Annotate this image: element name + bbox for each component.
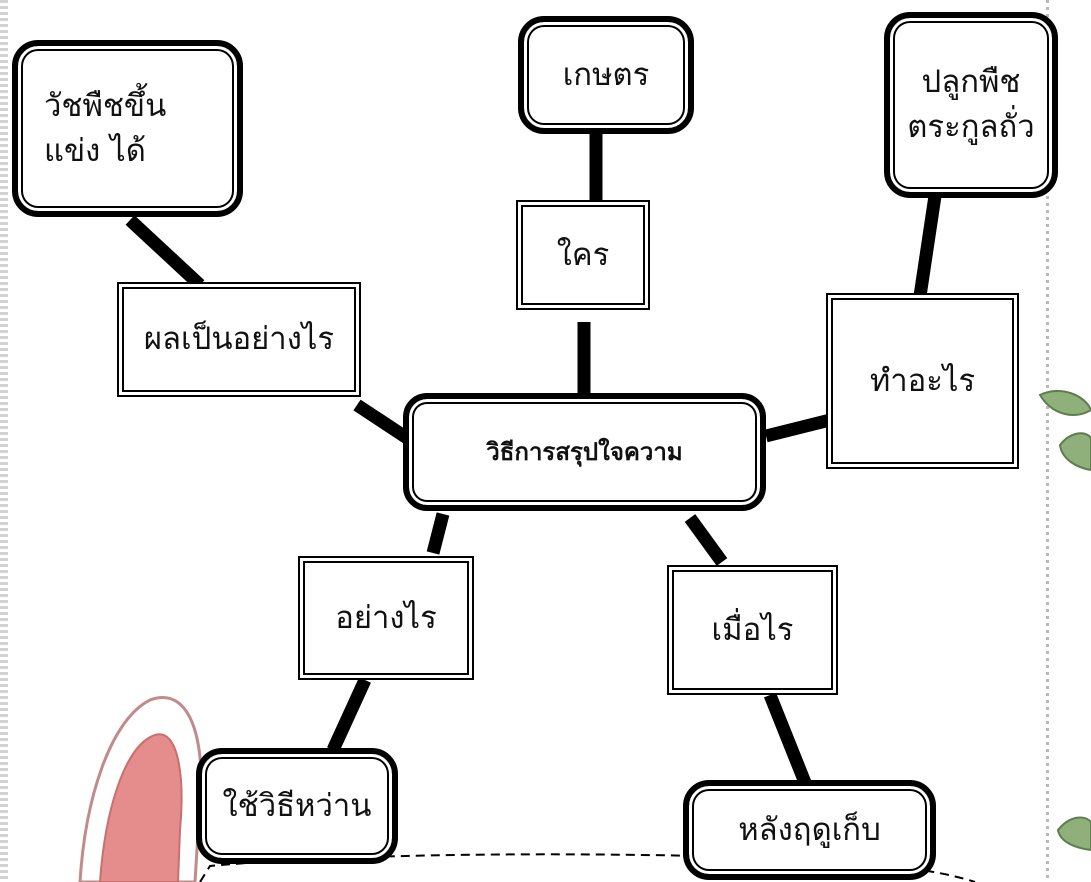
who-answer-label: เกษตร: [562, 56, 650, 93]
what-answer-box: ปลูกพืช ตระกูลถั่ว: [884, 12, 1058, 198]
result-answer-box: วัชพืชขึ้น แข่ง ได้: [12, 40, 243, 217]
right-stitch-border: [1046, 0, 1049, 882]
center-topic-label: วิธีการสรุปใจความ: [486, 437, 683, 466]
when-question-box: เมื่อไร: [667, 565, 838, 695]
dashed-outline: [199, 853, 976, 882]
bunny-ear-illustration: [78, 696, 203, 882]
vine-leaf-icon: [1038, 390, 1091, 852]
who-answer-box: เกษตร: [518, 16, 694, 134]
center-topic-box: วิธีการสรุปใจความ: [403, 393, 766, 511]
how-question-label: อย่างไร: [335, 599, 437, 636]
who-question-box: ใคร: [516, 200, 650, 310]
left-stitch-border: [0, 0, 8, 882]
how-answer-label: ใช้วิธีหว่าน: [222, 787, 372, 824]
what-question-label: ทำอะไร: [869, 362, 976, 399]
how-question-box: อย่างไร: [298, 556, 474, 680]
what-answer-line1: ปลูกพืช: [921, 64, 1021, 101]
what-answer-line2: ตระกูลถั่ว: [907, 109, 1035, 145]
how-answer-box: ใช้วิธีหว่าน: [196, 748, 398, 864]
when-question-label: เมื่อไร: [711, 611, 794, 648]
result-answer-line2: แข่ง ได้: [44, 132, 146, 169]
result-answer-line1: วัชพืชขึ้น: [44, 87, 167, 124]
what-question-box: ทำอะไร: [826, 293, 1019, 469]
result-question-label: ผลเป็นอย่างไร: [143, 321, 335, 358]
when-answer-label: หลังฤดูเก็บ: [738, 811, 881, 848]
who-question-label: ใคร: [556, 236, 610, 273]
result-question-box: ผลเป็นอย่างไร: [117, 282, 361, 397]
when-answer-box: หลังฤดูเก็บ: [683, 780, 936, 880]
connector-lines: [125, 130, 942, 788]
